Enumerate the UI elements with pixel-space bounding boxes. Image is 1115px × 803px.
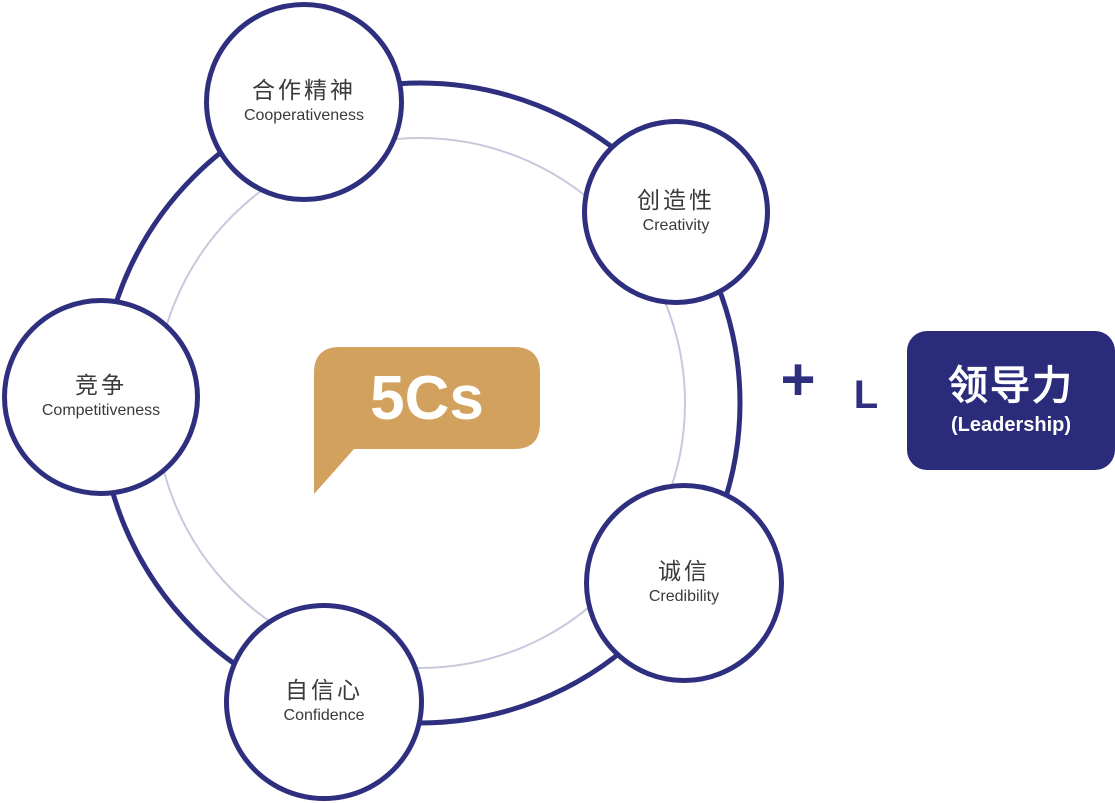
node-competitiveness-en: Competitiveness — [41, 402, 161, 420]
node-confidence: 自信心 Confidence — [224, 603, 424, 801]
node-cooperativeness-cn: 合作精神 — [252, 77, 356, 104]
node-credibility-cn: 诚信 — [658, 558, 710, 585]
leadership-en: (Leadership) — [950, 414, 1072, 436]
plus-icon: + — [780, 346, 816, 413]
node-competitiveness: 竞争 Competitiveness — [2, 298, 200, 496]
node-credibility: 诚信 Credibility — [584, 483, 784, 683]
node-competitiveness-cn: 竞争 — [75, 372, 127, 399]
node-credibility-en: Credibility — [648, 588, 720, 606]
leadership-cn: 领导力 — [948, 363, 1074, 409]
node-confidence-en: Confidence — [283, 707, 365, 725]
node-creativity-cn: 创造性 — [637, 187, 715, 214]
l-letter: L — [853, 372, 879, 417]
node-creativity-en: Creativity — [642, 217, 710, 235]
node-creativity: 创造性 Creativity — [582, 119, 770, 305]
node-confidence-cn: 自信心 — [285, 677, 363, 704]
five-cs-label: 5Cs — [370, 363, 484, 433]
leadership-box: 领导力 (Leadership) — [907, 331, 1115, 470]
speech-bubble-shape — [314, 347, 540, 494]
node-cooperativeness-en: Cooperativeness — [243, 107, 365, 125]
node-cooperativeness: 合作精神 Cooperativeness — [204, 2, 404, 202]
